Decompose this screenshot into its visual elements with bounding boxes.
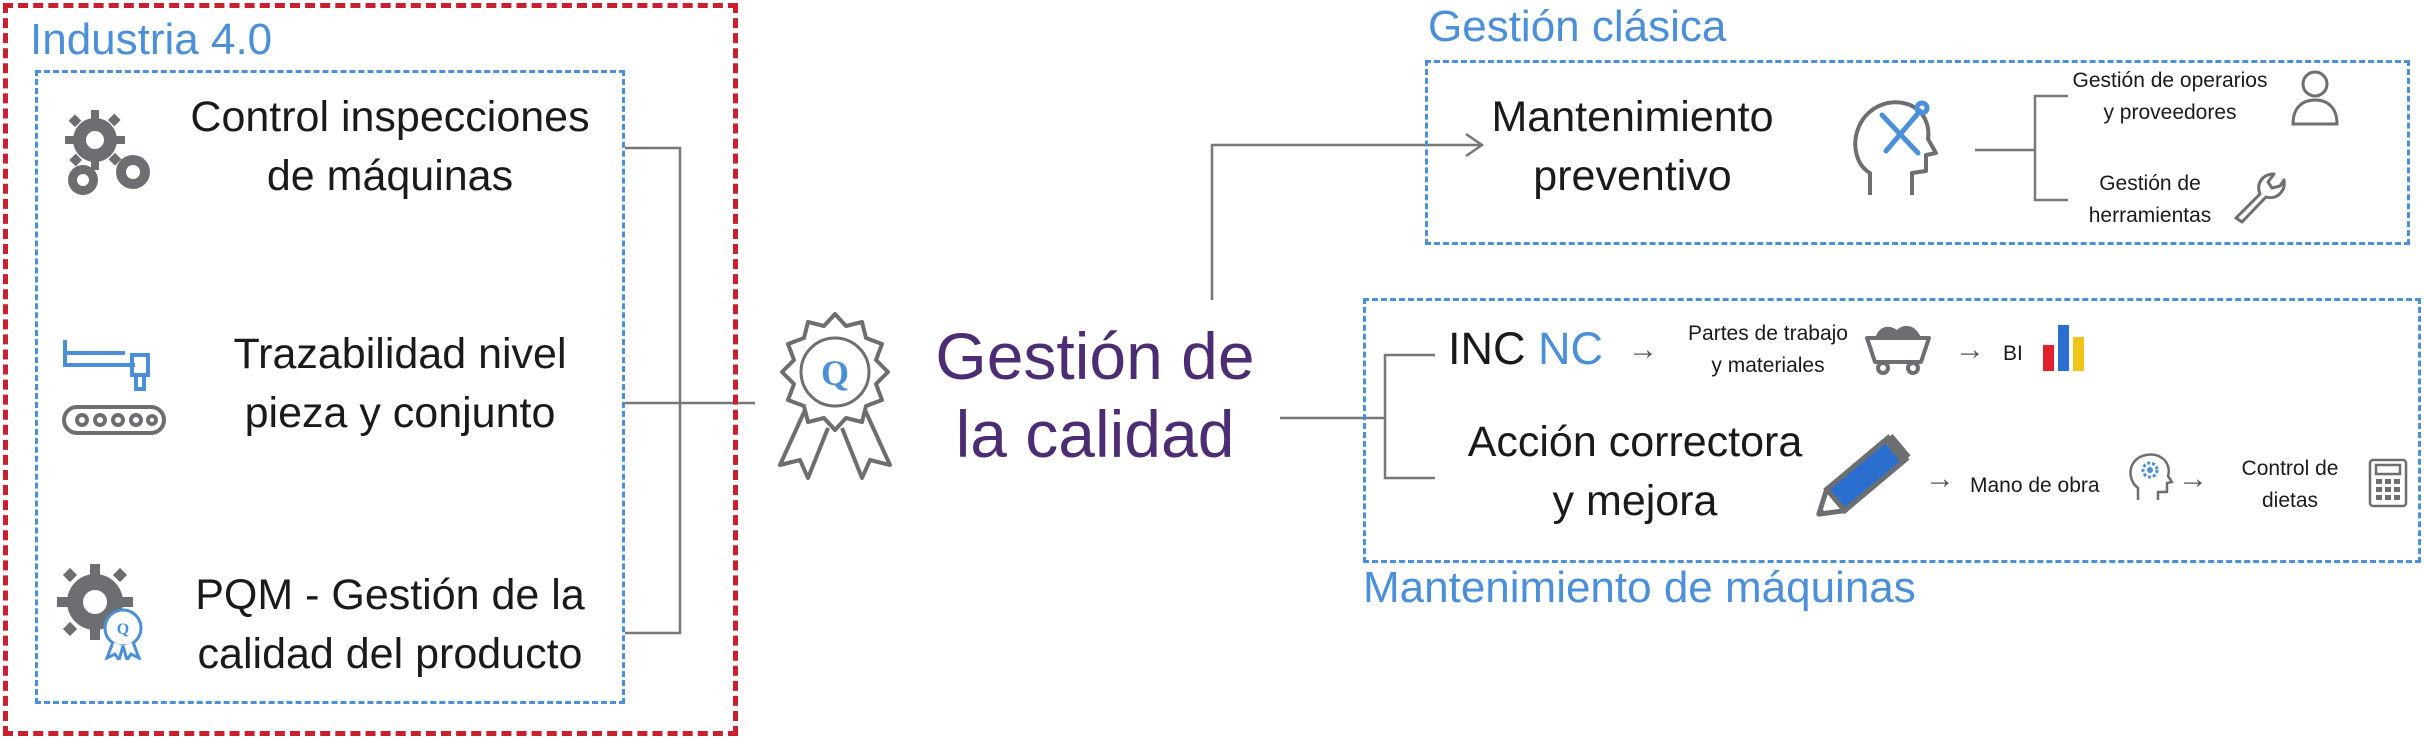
- clasica-main-line2: preventivo: [1533, 152, 1732, 201]
- clasica-sub1-line2: y proveedores: [2103, 100, 2237, 124]
- svg-text:Q: Q: [117, 621, 129, 638]
- person-icon: [2291, 70, 2339, 126]
- clasica-main: Mantenimiento preventivo: [1490, 88, 1775, 207]
- control-line1: Control de: [2241, 457, 2339, 480]
- pencil-icon: [1816, 433, 1911, 517]
- mine-cart-icon: [1865, 325, 1931, 375]
- bi-arrow: →: [1955, 333, 1985, 366]
- maquinas-bracket: [1383, 353, 1435, 480]
- clasica-sub-bracket: [2033, 94, 2068, 202]
- industria-item-2-line2: pieza y conjunto: [244, 389, 556, 438]
- inc-arrow: →: [1628, 333, 1658, 366]
- partes-line1: Partes de trabajo: [1688, 322, 1848, 345]
- partes-label: Partes de trabajo y materiales: [1668, 318, 1868, 381]
- mano-label: Mano de obra: [1970, 474, 2100, 497]
- conveyor-icon: [62, 340, 166, 435]
- clasica-box: [1425, 60, 2410, 245]
- maquinas-title: Mantenimiento de máquinas: [1363, 563, 1916, 612]
- accion-line2: y mejora: [1552, 477, 1718, 526]
- industria-inner-box: [35, 70, 625, 704]
- inc-nc-label: INC NC: [1448, 323, 1603, 375]
- center-title: Gestión de la calidad: [900, 318, 1290, 474]
- gear-quality-icon: Q: [57, 564, 143, 660]
- clasica-sub2-line1: Gestión de: [2099, 172, 2201, 195]
- industria-item-3-line2: calidad del producto: [197, 630, 583, 679]
- clasica-sub2: Gestión de herramientas: [2065, 168, 2235, 231]
- inc-label: INC: [1448, 323, 1526, 374]
- industria-item-2: Trazabilidad nivel pieza y conjunto: [185, 325, 615, 444]
- maquinas-box: [1363, 298, 2421, 563]
- control-label: Control de dietas: [2225, 453, 2355, 516]
- quality-award-icon: Q: [778, 312, 892, 480]
- clasica-title: Gestión clásica: [1428, 2, 1727, 51]
- clasica-main-line1: Mantenimiento: [1491, 93, 1774, 141]
- nc-label: NC: [1538, 323, 1604, 374]
- control-line2: dietas: [2261, 488, 2319, 512]
- accion-line1: Acción correctora: [1467, 418, 1803, 466]
- calculator-icon: [2368, 458, 2408, 508]
- industria-item-2-line1: Trazabilidad nivel: [233, 330, 567, 378]
- industria-item-1-line2: de máquinas: [266, 152, 514, 201]
- wrench-icon: [2234, 172, 2286, 224]
- bar-chart-icon: [2043, 325, 2084, 371]
- clasica-sub1-line1: Gestión de operarios: [2072, 69, 2268, 92]
- head-gear-icon: [2129, 453, 2174, 500]
- industria-bracket: [625, 146, 682, 635]
- industria-title: Industria 4.0: [30, 15, 273, 64]
- clasica-connector: [1210, 143, 1480, 300]
- svg-text:Q: Q: [821, 353, 849, 393]
- clasica-arrowhead: [1465, 132, 1485, 158]
- industria-item-3-line1: PQM - Gestión de la: [195, 571, 585, 619]
- center-title-line2: la calidad: [955, 396, 1235, 471]
- gears-icon: [65, 110, 150, 195]
- industria-outer-box: [3, 3, 738, 736]
- head-tools-icon: [1853, 100, 1938, 195]
- center-title-line1: Gestión de: [935, 319, 1255, 393]
- accion-label: Acción correctora y mejora: [1435, 413, 1835, 532]
- industria-item-1: Control inspecciones de máquinas: [160, 88, 620, 207]
- clasica-sub2-line2: herramientas: [2088, 203, 2212, 227]
- partes-line2: y materiales: [1711, 353, 1825, 377]
- bi-label: BI: [2003, 342, 2023, 365]
- industria-item-1-line1: Control inspecciones: [190, 93, 590, 141]
- control-arrow: →: [2178, 462, 2208, 495]
- mano-arrow: →: [1925, 462, 1955, 495]
- industria-item-3: PQM - Gestión de la calidad del producto: [160, 566, 620, 685]
- clasica-sub1: Gestión de operarios y proveedores: [2070, 65, 2270, 128]
